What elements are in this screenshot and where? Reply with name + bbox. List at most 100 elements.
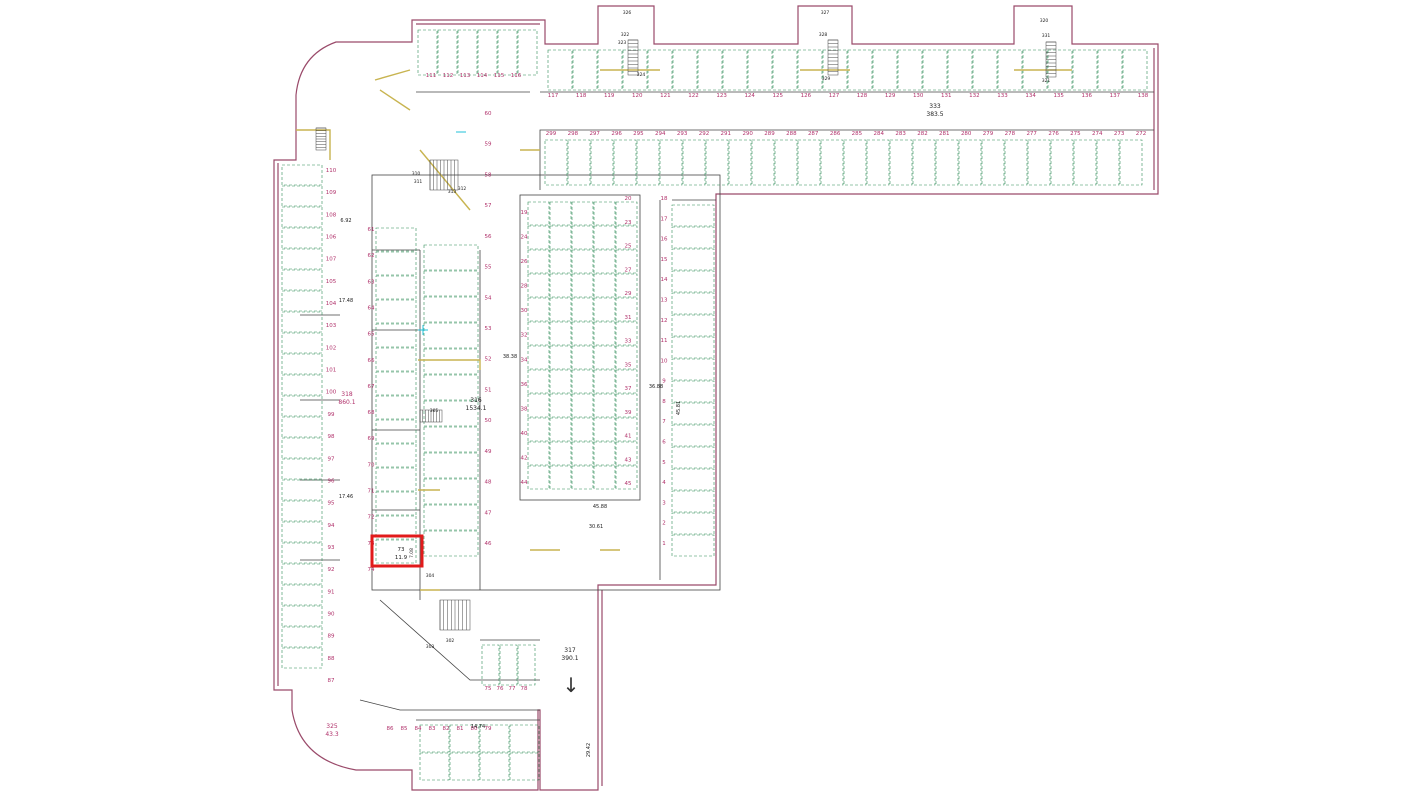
dim-right-col: 45.81	[676, 401, 682, 415]
parking-space-cell	[615, 465, 638, 490]
parking-space-cell	[772, 49, 798, 91]
space-number-label: 64	[368, 306, 375, 312]
parking-space-cell	[509, 724, 540, 753]
space-number-label: 37	[625, 386, 632, 392]
parking-space-cell	[947, 49, 973, 91]
space-number-label: 42	[521, 456, 528, 462]
parking-space-cell	[997, 49, 1023, 91]
space-number-label: 83	[429, 726, 436, 732]
parking-space-cell	[672, 49, 698, 91]
dim-bottom-w2: 30.61	[589, 524, 603, 530]
parking-space-cell	[613, 139, 637, 186]
space-number-label: 89	[328, 634, 335, 640]
space-number-label: 32	[521, 333, 528, 339]
parking-space-cell	[375, 467, 417, 492]
parking-space-cell	[593, 249, 616, 274]
parking-space-cell	[544, 139, 568, 186]
parking-space-grids	[281, 29, 1148, 781]
space-number-label: 84	[415, 726, 422, 732]
parking-space-cell	[1004, 139, 1028, 186]
parking-space-cell	[549, 249, 572, 274]
parking-space-cell	[549, 369, 572, 394]
parking-space-cell	[449, 724, 480, 753]
parking-space-cell	[479, 752, 510, 781]
space-number-label: 56	[485, 234, 492, 240]
parking-space-cell	[549, 273, 572, 298]
space-number-label: 58	[485, 172, 492, 178]
direction-arrow-icon: ↓	[563, 673, 580, 697]
parking-space-cell	[728, 139, 752, 186]
parking-space-cell	[671, 314, 715, 337]
space-number-label: 106	[326, 235, 337, 241]
stair-block	[827, 39, 839, 76]
parking-space-cell	[671, 292, 715, 315]
selected-parking-space[interactable]: 73 11.9 7.08	[370, 534, 424, 568]
space-number-label: 96	[328, 478, 335, 484]
parking-space-cell	[615, 225, 638, 250]
space-number-label: 53	[485, 326, 492, 332]
area-label-corner-area: 43.3	[325, 731, 339, 738]
space-number-label: 13	[661, 298, 668, 304]
space-number-label: 279	[983, 131, 994, 137]
parking-space-cell	[922, 49, 948, 91]
space-number-label: 131	[941, 93, 952, 99]
parking-space-cell	[843, 139, 867, 186]
parking-space-cell	[375, 491, 417, 516]
dim-left-w: 6.92	[340, 218, 351, 224]
parking-space-cell	[375, 251, 417, 276]
parking-space-cell	[375, 323, 417, 348]
area-label-left-area: 860.1	[338, 399, 355, 406]
parking-space-cell	[705, 139, 729, 186]
space-number-label: 12	[661, 318, 668, 324]
space-number-label: 135	[1053, 93, 1064, 99]
parking-space-cell	[527, 273, 550, 298]
parking-space-cell	[423, 478, 479, 505]
space-number-label: 124	[744, 93, 755, 99]
space-number-label: 68	[368, 410, 375, 416]
space-number-label: 90	[328, 612, 335, 618]
space-number-label: 112	[443, 73, 454, 79]
space-number-label: 91	[328, 589, 335, 595]
parking-space-cell	[281, 248, 323, 270]
dim-bottom-w: 45.88	[593, 504, 607, 510]
parking-space-cell	[935, 139, 959, 186]
space-number-label: 16	[661, 237, 668, 243]
space-number-label: 14	[661, 277, 668, 283]
parking-space-cell	[281, 626, 323, 648]
parking-space-cell	[571, 393, 594, 418]
parking-space-cell	[671, 226, 715, 249]
area-label-center-no: 316	[470, 397, 482, 404]
parking-space-cell	[797, 139, 821, 186]
parking-space-cell	[549, 417, 572, 442]
parking-space-cell	[671, 248, 715, 271]
parking-space-cell	[615, 441, 638, 466]
space-number-label: 280	[961, 131, 972, 137]
space-number-label: 285	[852, 131, 863, 137]
space-number-label: 102	[326, 345, 337, 351]
space-number-label: 129	[885, 93, 896, 99]
parking-space-cell	[590, 139, 614, 186]
space-number-label: 75	[485, 686, 492, 692]
space-number-label: 275	[1070, 131, 1081, 137]
parking-space-cell	[593, 225, 616, 250]
stair-block	[439, 599, 471, 631]
space-number-label: 123	[716, 93, 727, 99]
parking-space-cell	[897, 49, 923, 91]
parking-space-cell	[615, 393, 638, 418]
parking-space-cell	[671, 534, 715, 557]
parking-space-cell	[281, 521, 323, 543]
space-number-label: 128	[857, 93, 868, 99]
space-number-label: 329	[822, 76, 831, 82]
parking-space-cell	[281, 605, 323, 627]
parking-space-cell	[549, 345, 572, 370]
space-number-label: 24	[521, 235, 528, 241]
parking-space-cell	[423, 530, 479, 557]
space-number-label: 116	[511, 73, 522, 79]
space-number-label: 278	[1005, 131, 1016, 137]
parking-space-cell	[671, 468, 715, 491]
section-labels: 316 1534.1 318 860.1 333 383.5 317 390.1…	[325, 103, 943, 757]
space-number-label: 323	[618, 40, 627, 46]
parking-space-cell	[281, 332, 323, 354]
parking-space-cell	[615, 345, 638, 370]
parking-space-cell	[281, 290, 323, 312]
